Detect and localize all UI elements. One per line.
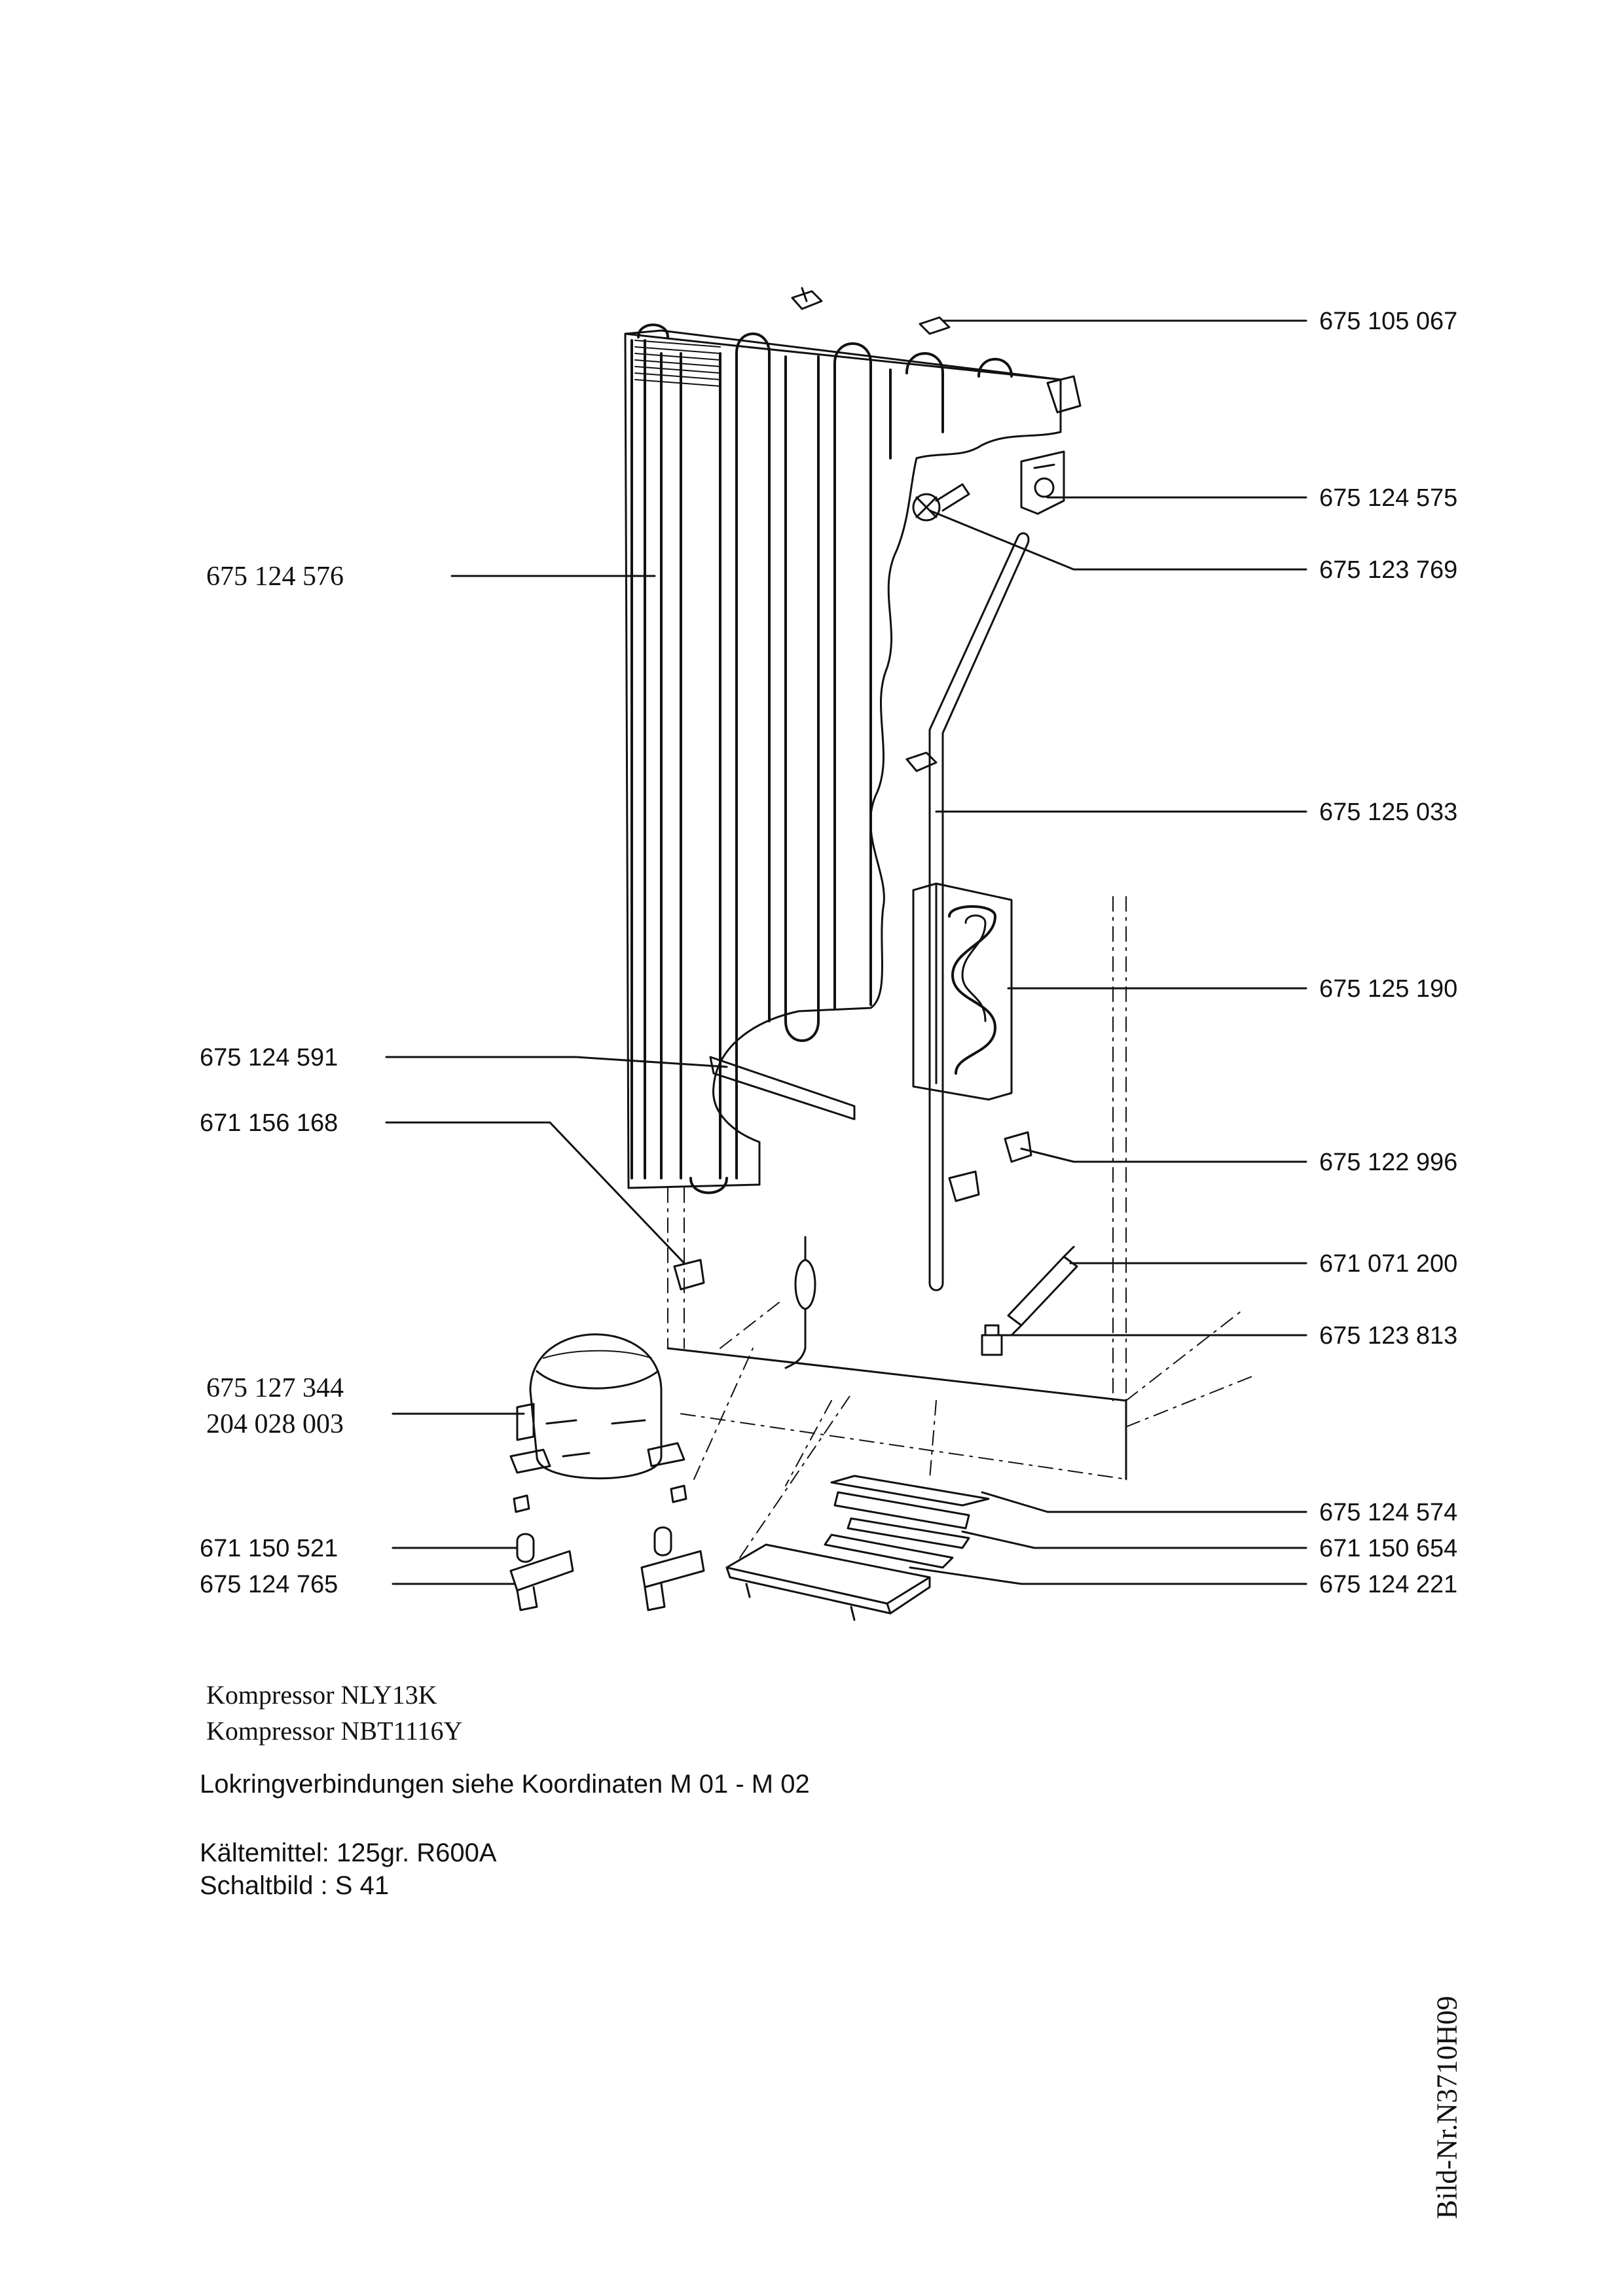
part-label-675123813: 675 123 813	[1319, 1322, 1458, 1350]
part-label-675105067: 675 105 067	[1319, 308, 1458, 335]
compressor-note-2: Kompressor NBT1116Y	[206, 1716, 463, 1746]
mounting-bracket	[673, 1259, 705, 1291]
part-label-675122996: 675 122 996	[1319, 1149, 1458, 1176]
service-valve	[981, 1324, 1003, 1356]
part-label-675127344: 675 127 344	[206, 1373, 344, 1403]
part-label-671156168: 671 156 168	[200, 1109, 338, 1137]
part-label-671150654: 671 150 654	[1319, 1535, 1458, 1562]
part-label-671150521: 671 150 521	[200, 1535, 338, 1562]
part-label-675124575: 675 124 575	[1319, 484, 1458, 512]
top-clips	[791, 287, 951, 335]
part-label-675124591: 675 124 591	[200, 1044, 338, 1071]
part-label-675124576: 675 124 576	[206, 562, 344, 592]
thermostat-bracket	[1004, 1131, 1032, 1163]
drawing-number: Bild-Nr.N3710H09	[1431, 1996, 1463, 2219]
refrigerant-note: Kältemittel: 125gr. R600A	[200, 1839, 497, 1867]
compressor	[509, 1333, 685, 1480]
small-bracket	[948, 1170, 980, 1202]
tube-clip	[905, 751, 938, 772]
part-label-675123769: 675 123 769	[1319, 556, 1458, 584]
drip-channel-part	[709, 1056, 856, 1121]
suction-tube	[928, 532, 1030, 1291]
compressor-note-1: Kompressor NLY13K	[206, 1680, 437, 1710]
evaporator-plate	[912, 882, 1013, 1101]
drip-trays	[725, 1475, 990, 1621]
condenser-panel	[624, 323, 1082, 1194]
part-label-675125190: 675 125 190	[1319, 975, 1458, 1003]
compressor-feet	[509, 1484, 705, 1611]
part-label-671071200: 671 071 200	[1319, 1250, 1458, 1278]
part-label-675124574: 675 124 574	[1319, 1499, 1458, 1526]
dryer-filter	[1007, 1246, 1078, 1336]
bracket-part	[1020, 450, 1065, 515]
capillary-dryer	[784, 1236, 816, 1369]
assembly-frame	[667, 896, 1258, 1558]
lokring-note: Lokringverbindungen siehe Koordinaten M …	[200, 1770, 810, 1799]
part-label-675125033: 675 125 033	[1319, 798, 1458, 826]
part-label-204028003: 204 028 003	[206, 1409, 344, 1439]
part-label-675124221: 675 124 221	[1319, 1571, 1458, 1598]
leader-lines	[385, 319, 1307, 1585]
part-label-675124765: 675 124 765	[200, 1571, 338, 1598]
valve-part	[912, 483, 970, 522]
wiring-note: Schaltbild : S 41	[200, 1871, 390, 1900]
